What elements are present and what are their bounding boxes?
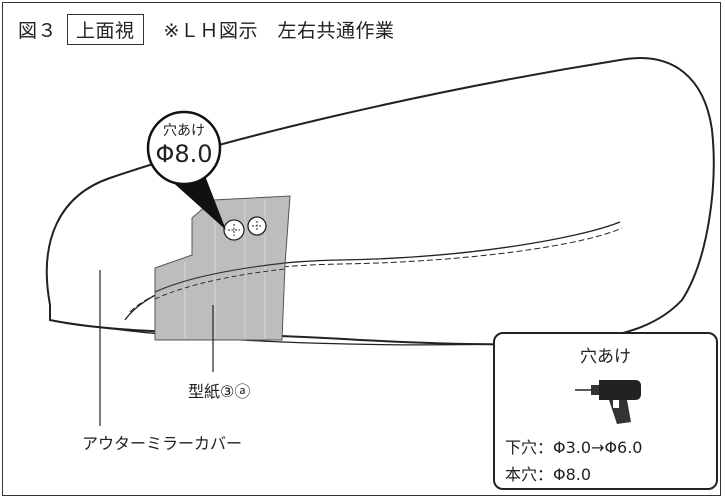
hole-mark-small xyxy=(247,216,267,236)
info-box-title: 穴あけ xyxy=(580,347,631,367)
figure-number: 図３ xyxy=(18,19,58,42)
drill-icon xyxy=(575,380,641,424)
template-label: 型紙③ⓐ xyxy=(188,382,251,401)
template-sheet xyxy=(154,195,291,341)
template-crease-dashed xyxy=(154,268,286,300)
hole-callout-size: Φ8.0 xyxy=(155,140,213,168)
drilling-info-box: 穴あけ 下穴：Φ3.0→Φ6.0 本穴：Φ8.0 xyxy=(493,332,718,490)
hole-mark-large xyxy=(223,219,245,241)
view-label: 上面視 xyxy=(67,13,144,45)
figure-header: 図３ 上面視 ※ＬＨ図示 左右共通作業 xyxy=(18,13,395,45)
note-text: ※ＬＨ図示 左右共通作業 xyxy=(163,19,395,42)
pilot-hole-text: 下穴：Φ3.0→Φ6.0 xyxy=(505,438,643,457)
hole-callout-bubble xyxy=(146,110,222,186)
part-label: アウターミラーカバー xyxy=(82,434,243,453)
figure-frame xyxy=(2,2,721,496)
hole-callout-label: 穴あけ xyxy=(163,123,205,139)
mirror-cover-outline xyxy=(45,57,715,346)
template-crease xyxy=(154,262,286,293)
main-hole-text: 本穴：Φ8.0 xyxy=(505,465,592,484)
mirror-cover-crease-inner xyxy=(129,227,623,313)
